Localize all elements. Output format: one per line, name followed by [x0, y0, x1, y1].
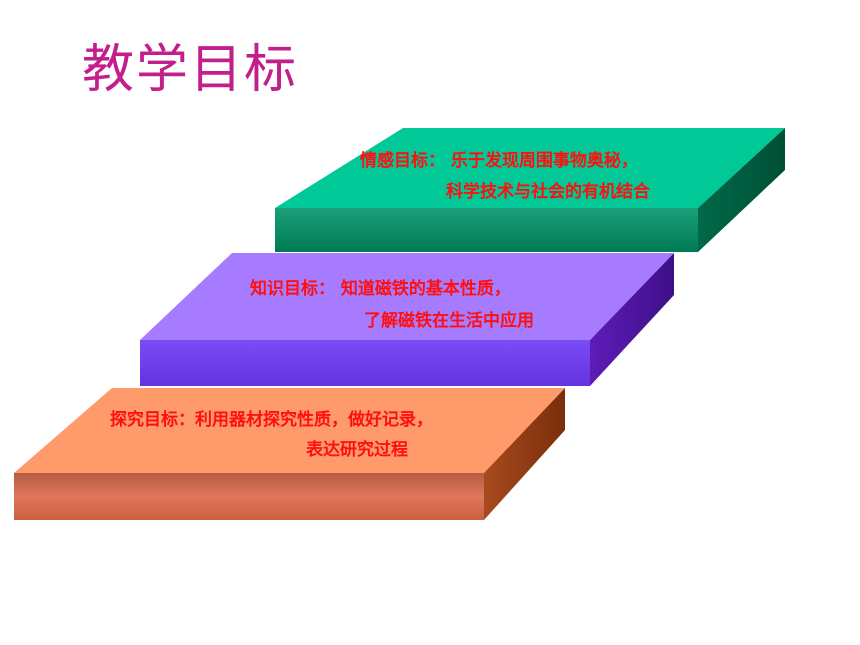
step-knowledge: 知识目标： 知道磁铁的基本性质， 了解磁铁在生活中应用 [140, 253, 674, 386]
knowledge-goal-line2: 了解磁铁在生活中应用 [364, 310, 534, 331]
emotion-goal-line2: 科学技术与社会的有机结合 [446, 181, 651, 202]
step-emotion-front [275, 208, 698, 252]
emotion-goal-line1: 情感目标： 乐于发现周围事物奥秘， [360, 150, 638, 171]
step-knowledge-side [590, 253, 674, 386]
step-emotion: 情感目标： 乐于发现周围事物奥秘， 科学技术与社会的有机结合 [275, 128, 785, 252]
knowledge-goal-line1: 知识目标： 知道磁铁的基本性质， [249, 278, 511, 299]
inquiry-goal-line2: 表达研究过程 [306, 439, 408, 460]
step-knowledge-top [140, 253, 674, 340]
inquiry-goal-line1: 探究目标：利用器材探究性质，做好记录， [110, 409, 433, 430]
step-inquiry-side [484, 388, 565, 520]
step-inquiry: 探究目标：利用器材探究性质，做好记录， 表达研究过程 [14, 388, 565, 520]
step-inquiry-front [14, 473, 484, 520]
slide-title: 教学目标 [82, 40, 299, 100]
step-emotion-side [698, 128, 785, 252]
step-emotion-top [275, 128, 785, 208]
step-knowledge-front [140, 340, 590, 386]
step-inquiry-top [14, 388, 565, 473]
